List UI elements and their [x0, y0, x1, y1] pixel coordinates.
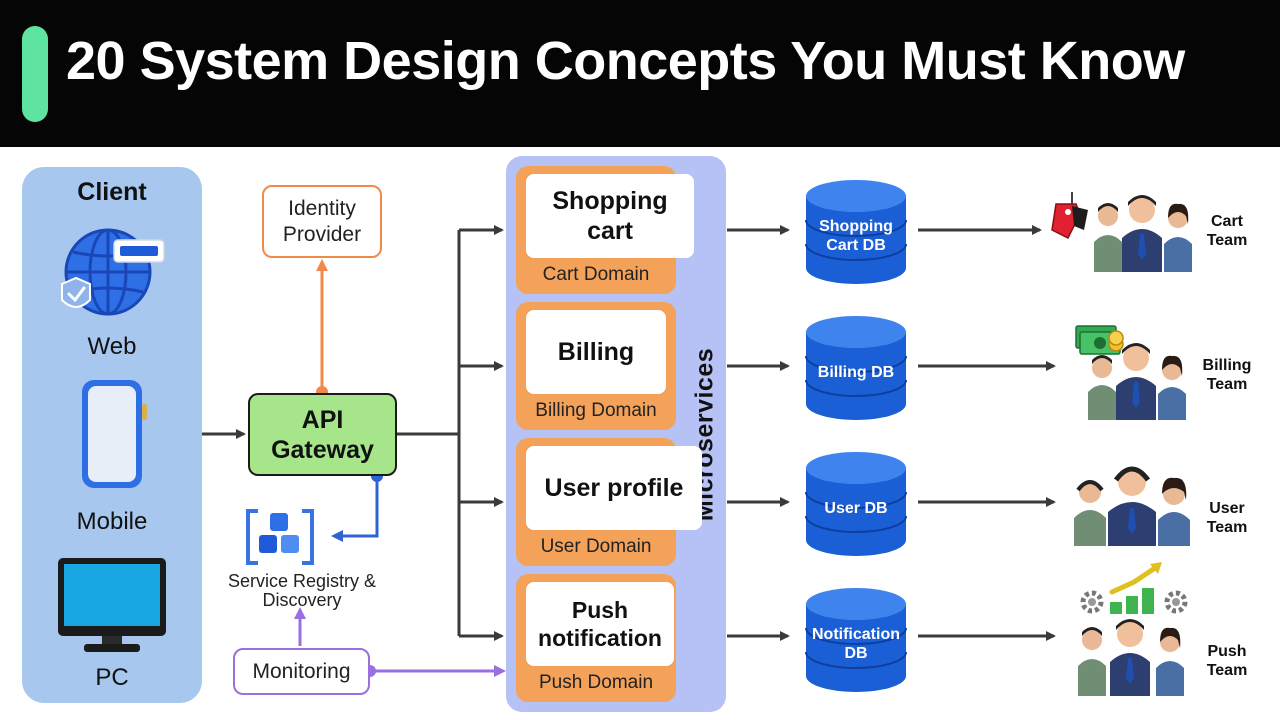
globe-www-icon — [58, 222, 168, 322]
identity-provider-box: Identity Provider — [262, 185, 382, 258]
accent-pill — [22, 26, 48, 122]
database-billing: Billing DB — [800, 312, 912, 424]
client-mobile-label: Mobile — [76, 508, 148, 535]
service-name: Shopping cart — [526, 174, 694, 258]
service-domain: Push Domain — [538, 672, 654, 693]
service-name: User profile — [526, 446, 702, 530]
client-pc-label: PC — [95, 664, 129, 691]
service-name: Billing — [526, 310, 666, 394]
api-gateway-box: API Gateway — [248, 393, 397, 476]
database-cylinder-icon — [805, 316, 907, 420]
client-web-label: Web — [87, 333, 137, 360]
monitoring-box: Monitoring — [233, 648, 370, 695]
smartphone-icon — [78, 378, 150, 490]
title-bar — [0, 0, 1280, 147]
database-shopping-cart: Shopping Cart DB — [800, 176, 912, 288]
gears-growth-chart-icon — [1078, 560, 1190, 616]
page-title: 20 System Design Concepts You Must Know — [66, 31, 1185, 91]
database-label: Notification DB — [812, 626, 900, 662]
price-tags-icon — [1046, 190, 1092, 242]
team-headset-people-icon — [1070, 460, 1194, 546]
team-label-cart: Cart Team — [1206, 213, 1248, 249]
team-people-icon — [1084, 340, 1190, 420]
service-domain: Billing Domain — [535, 400, 657, 421]
database-notification: Notification DB — [800, 584, 912, 696]
service-registry-label: Service Registry & Discovery — [227, 571, 377, 610]
service-domain: User Domain — [540, 536, 652, 557]
service-card-push-notification: Push notification Push Domain — [516, 574, 676, 702]
team-people-icon — [1074, 618, 1190, 696]
team-label-push: Push Team — [1206, 643, 1248, 679]
team-label-user: User Team — [1206, 500, 1248, 536]
client-title: Client — [77, 178, 147, 206]
cubes-registry-icon — [244, 505, 316, 569]
database-label: Billing DB — [817, 363, 895, 381]
team-label-billing: Billing Team — [1202, 357, 1252, 393]
service-card-billing: Billing Billing Domain — [516, 302, 676, 430]
service-domain: Cart Domain — [542, 264, 650, 285]
database-cylinder-icon — [805, 452, 907, 556]
database-cylinder-icon — [805, 588, 907, 692]
service-card-user-profile: User profile User Domain — [516, 438, 702, 566]
database-cylinder-icon — [805, 180, 907, 284]
monitor-icon — [56, 556, 168, 656]
team-people-icon — [1090, 194, 1196, 272]
service-card-shopping-cart: Shopping cart Cart Domain — [516, 166, 694, 294]
database-label: User DB — [824, 499, 888, 517]
service-name: Push notification — [526, 582, 674, 666]
database-label: Shopping Cart DB — [819, 218, 893, 254]
database-user: User DB — [800, 448, 912, 560]
money-stack-icon — [1074, 322, 1124, 360]
